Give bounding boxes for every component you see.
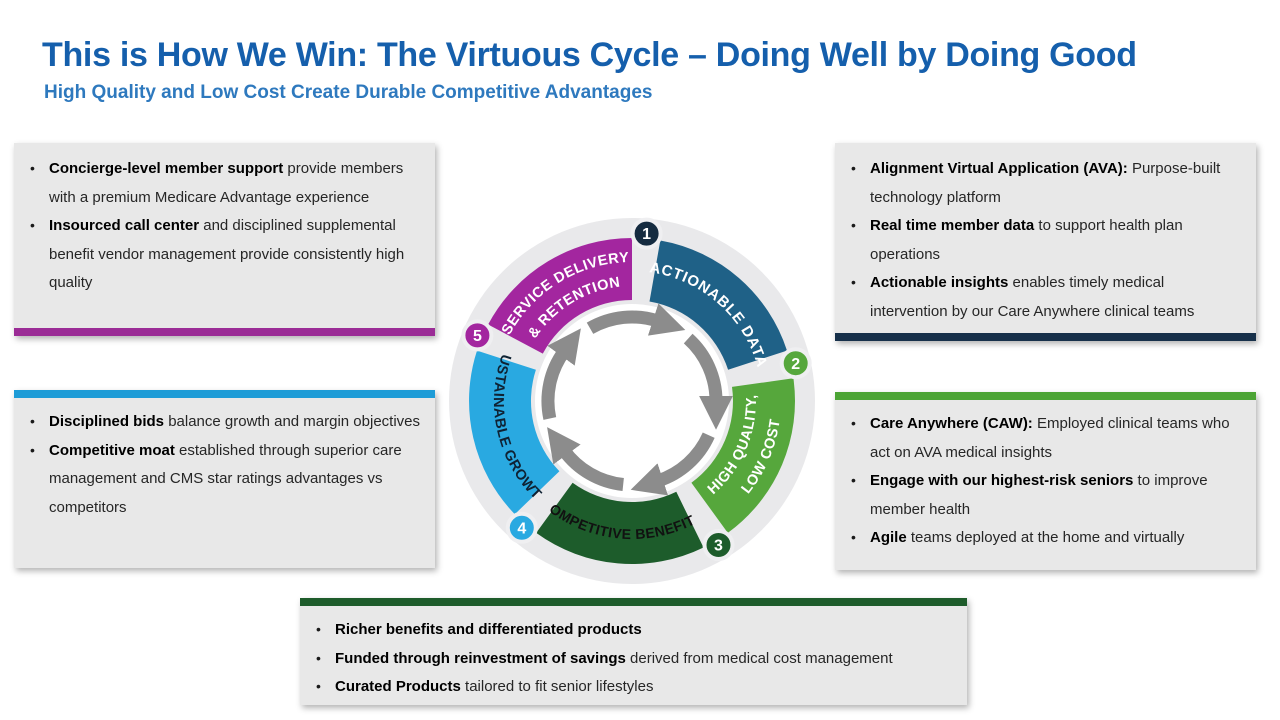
badge-3-number: 3 <box>714 538 723 555</box>
segment-sustainable-growth <box>469 350 560 515</box>
bullet-list: Alignment Virtual Application (AVA): Pur… <box>835 143 1256 326</box>
bullet-item: Real time member data to support health … <box>851 212 1242 269</box>
badge-4 <box>505 511 538 544</box>
bullet-item: Disciplined bids balance growth and marg… <box>30 408 421 437</box>
bullet-list: Care Anywhere (CAW): Employed clinical t… <box>835 392 1256 553</box>
segment-service-delivery <box>488 238 632 354</box>
bullet-list: Disciplined bids balance growth and marg… <box>14 390 435 522</box>
badge-1-number: 1 <box>642 226 651 243</box>
badge-4-number: 4 <box>517 520 526 537</box>
slide-title: This is How We Win: The Virtuous Cycle –… <box>42 36 1137 74</box>
cycle-badges: 1 2 3 4 5 <box>461 217 812 561</box>
bullet-item: Actionable insights enables timely medic… <box>851 269 1242 326</box>
bullet-item: Richer benefits and differentiated produ… <box>316 616 953 645</box>
info-box-sustainable-growth: Disciplined bids balance growth and marg… <box>14 390 435 568</box>
bullet-item: Curated Products tailored to fit senior … <box>316 673 953 702</box>
accent-bar-cyan <box>14 390 435 398</box>
badge-1 <box>630 217 663 250</box>
accent-bar-dark-green <box>300 598 967 606</box>
cycle-inner-circle <box>535 304 729 498</box>
badge-3 <box>702 529 735 561</box>
bullet-item: Concierge-level member support provide m… <box>30 155 421 212</box>
cycle-arrows <box>541 303 733 496</box>
virtuous-cycle-diagram: ACTIONABLE DATA HIGH QUALITY, LOW COST C… <box>445 214 815 584</box>
bullet-item: Alignment Virtual Application (AVA): Pur… <box>851 155 1242 212</box>
accent-bar-purple <box>14 328 435 336</box>
bullet-item: Funded through reinvestment of savings d… <box>316 645 953 674</box>
bullet-item: Insourced call center and disciplined su… <box>30 212 421 298</box>
info-box-service-delivery: Concierge-level member support provide m… <box>14 143 435 336</box>
badge-5 <box>461 319 494 352</box>
segment-actionable-data <box>649 240 787 370</box>
cycle-arrow <box>547 427 625 491</box>
segment-competitive-benefits <box>536 482 704 565</box>
bullet-item: Care Anywhere (CAW): Employed clinical t… <box>851 410 1242 467</box>
cycle-arrow <box>683 333 733 430</box>
cycle-arrow <box>541 328 581 420</box>
info-box-high-quality: Care Anywhere (CAW): Employed clinical t… <box>835 392 1256 570</box>
slide-subtitle: High Quality and Low Cost Create Durable… <box>44 82 653 103</box>
badge-2-number: 2 <box>791 356 800 373</box>
info-box-actionable-data: Alignment Virtual Application (AVA): Pur… <box>835 143 1256 341</box>
cycle-arrow <box>630 432 715 496</box>
accent-bar-navy <box>835 333 1256 341</box>
cycle-arrow <box>586 303 686 336</box>
bullet-item: Competitive moat established through sup… <box>30 437 421 523</box>
badge-5-number: 5 <box>473 328 482 345</box>
bullet-item: Engage with our highest-risk seniors to … <box>851 467 1242 524</box>
accent-bar-green <box>835 392 1256 400</box>
bullet-list: Concierge-level member support provide m… <box>14 143 435 298</box>
segment-high-quality-low-cost <box>691 378 795 533</box>
info-box-competitive-benefits: Richer benefits and differentiated produ… <box>300 598 967 705</box>
badge-2 <box>779 347 812 380</box>
bullet-item: Agile teams deployed at the home and vir… <box>851 524 1242 553</box>
bullet-list: Richer benefits and differentiated produ… <box>300 598 967 702</box>
